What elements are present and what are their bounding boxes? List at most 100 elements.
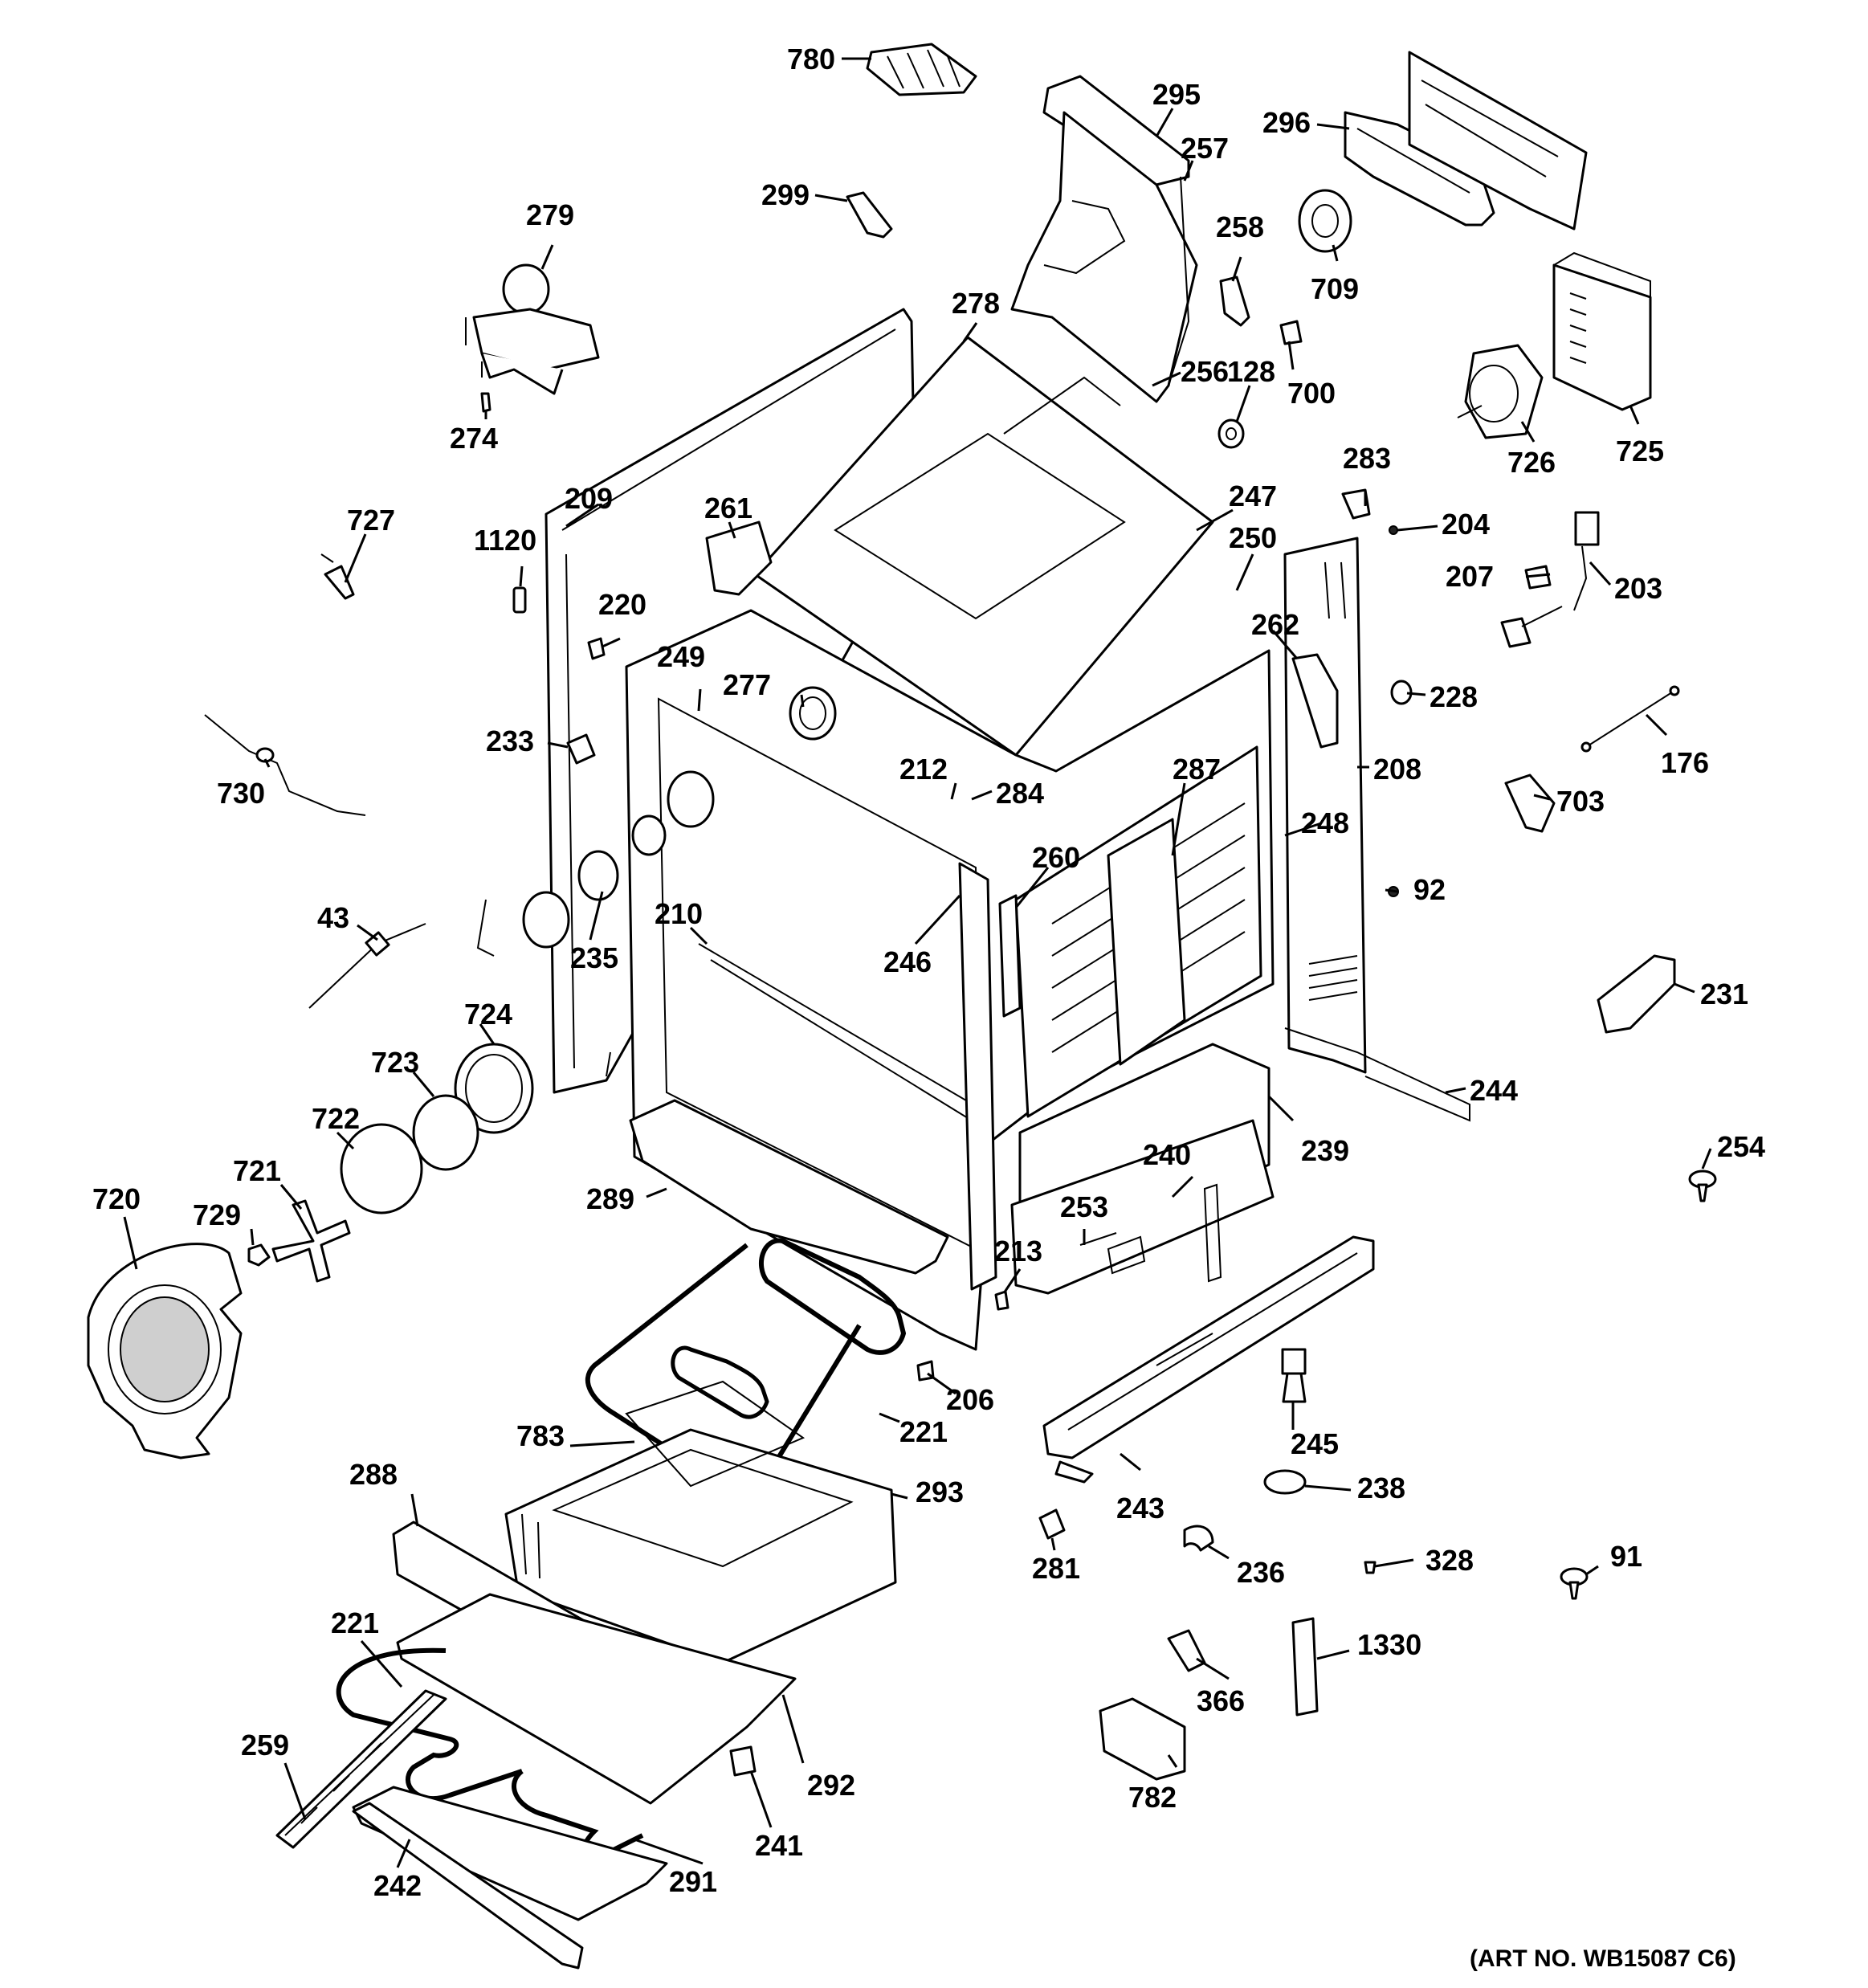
label-231: 231 <box>1700 978 1748 1010</box>
part-231-bracket <box>1597 954 1676 1034</box>
part-281-clip <box>1038 1508 1066 1540</box>
part-253-bracket <box>1079 1232 1117 1246</box>
label-299: 299 <box>761 178 810 211</box>
label-212: 212 <box>899 753 948 786</box>
part-262-bracket <box>1291 653 1339 749</box>
part-1330-bracket <box>1291 1617 1319 1717</box>
label-284: 284 <box>996 777 1044 810</box>
label-176: 176 <box>1661 746 1709 779</box>
label-277: 277 <box>723 668 771 701</box>
part-725-box <box>1552 251 1652 411</box>
part-233-socket <box>566 733 596 765</box>
part-213-screw <box>994 1290 1009 1311</box>
part-295-flue-duct <box>1010 75 1198 403</box>
part-207-connector <box>1524 565 1552 590</box>
part-244-rear-panel <box>1284 1027 1470 1122</box>
label-253: 253 <box>1060 1190 1108 1223</box>
label-249: 249 <box>657 640 705 673</box>
label-235: 235 <box>570 941 618 974</box>
art-number: (ART NO. WB15087 C6) <box>1470 1945 1736 1972</box>
label-236: 236 <box>1237 1556 1285 1589</box>
part-236-bracket <box>1183 1525 1214 1552</box>
label-328: 328 <box>1425 1544 1474 1577</box>
label-246: 246 <box>883 945 932 978</box>
part-235-lamp-assembly <box>476 770 715 957</box>
part-720-rear-cover <box>87 1243 243 1459</box>
part-700-clip <box>1279 320 1303 345</box>
part-299-bracket <box>846 191 893 239</box>
label-208: 208 <box>1373 753 1421 786</box>
label-289: 289 <box>586 1182 634 1215</box>
part-243-manifold <box>1042 1235 1375 1484</box>
label-293: 293 <box>916 1476 964 1508</box>
label-128: 128 <box>1227 355 1275 388</box>
part-242-trim-rail <box>352 1802 584 1970</box>
part-366-bracket <box>1167 1629 1206 1672</box>
part-780-vent-trim <box>866 43 977 96</box>
label-250: 250 <box>1229 521 1277 554</box>
label-725: 725 <box>1616 435 1664 467</box>
label-238: 238 <box>1357 1472 1405 1504</box>
part-258-clip <box>1219 276 1250 327</box>
label-723: 723 <box>371 1046 419 1079</box>
label-726: 726 <box>1507 446 1556 479</box>
label-279: 279 <box>526 198 574 231</box>
part-drawings <box>87 43 1717 1970</box>
part-277-ring <box>789 686 837 741</box>
label-209: 209 <box>565 482 613 515</box>
part-292-drawer-bottom <box>396 1593 797 1805</box>
label-210: 210 <box>655 897 703 930</box>
label-700: 700 <box>1287 377 1336 410</box>
part-279-regulator <box>465 263 600 395</box>
label-256: 256 <box>1181 355 1229 388</box>
part-254-plug <box>1688 1170 1717 1202</box>
label-288: 288 <box>349 1458 398 1491</box>
part-730-harness <box>204 714 366 816</box>
label-43: 43 <box>317 901 349 934</box>
label-243: 243 <box>1116 1492 1164 1525</box>
label-287: 287 <box>1173 753 1221 786</box>
part-128-washer <box>1217 418 1245 449</box>
label-260: 260 <box>1032 841 1080 874</box>
label-783: 783 <box>516 1419 565 1452</box>
label-278: 278 <box>952 287 1000 320</box>
label-730: 730 <box>217 777 265 810</box>
label-254: 254 <box>1717 1130 1765 1163</box>
part-782-cover <box>1099 1697 1186 1781</box>
label-204: 204 <box>1442 508 1490 541</box>
part-783-plate <box>625 1380 806 1488</box>
part-43-igniter <box>308 923 426 1009</box>
label-1330: 1330 <box>1357 1628 1421 1661</box>
label-295: 295 <box>1152 78 1201 111</box>
part-289-baffle <box>629 1099 949 1275</box>
part-1120-spacer <box>512 586 527 614</box>
label-91: 91 <box>1610 1540 1642 1573</box>
callout-labels: 780 295 296 299 257 279 258 709 278 256 … <box>92 43 1765 1972</box>
label-274: 274 <box>450 422 498 455</box>
label-724: 724 <box>464 998 512 1031</box>
label-291: 291 <box>669 1865 717 1898</box>
label-203: 203 <box>1614 572 1662 605</box>
part-729-nut <box>247 1243 271 1267</box>
label-220: 220 <box>598 588 646 621</box>
label-262: 262 <box>1251 608 1299 641</box>
label-780: 780 <box>787 43 835 76</box>
label-239: 239 <box>1301 1134 1349 1167</box>
label-366: 366 <box>1197 1684 1245 1717</box>
part-721-fan-blade <box>271 1199 351 1283</box>
label-206: 206 <box>946 1383 994 1416</box>
label-721: 721 <box>233 1154 281 1187</box>
label-296: 296 <box>1262 106 1311 139</box>
part-259-burner-tube <box>275 1689 447 1849</box>
label-244: 244 <box>1470 1074 1518 1107</box>
label-228: 228 <box>1430 680 1478 713</box>
part-203-harness <box>1573 511 1600 611</box>
part-238-cap <box>1263 1469 1307 1495</box>
label-259: 259 <box>241 1729 289 1761</box>
leader-lines <box>123 57 1712 1868</box>
label-248: 248 <box>1301 806 1349 839</box>
part-240-lower-panel <box>1010 1043 1275 1295</box>
label-281: 281 <box>1032 1552 1080 1585</box>
part-709-gasket <box>1298 189 1352 253</box>
part-283-bracket <box>1341 488 1371 520</box>
